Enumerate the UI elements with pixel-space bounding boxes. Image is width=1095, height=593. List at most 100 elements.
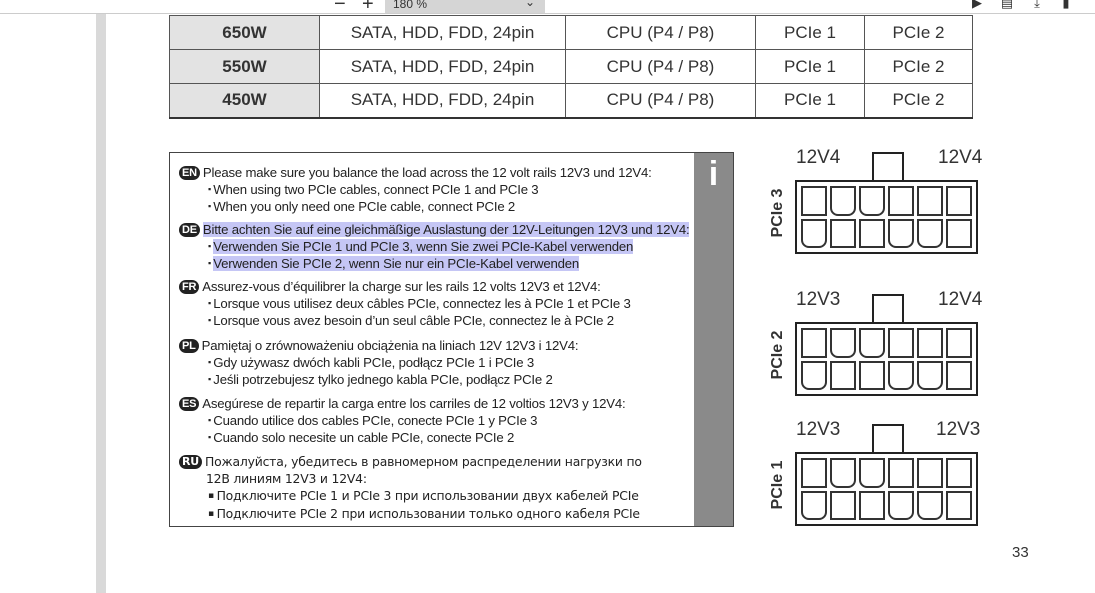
connector-pcie3: PCIe 3 12V4 12V4 — [760, 147, 985, 257]
connector-latch — [872, 152, 904, 182]
connector-pin — [859, 328, 885, 358]
connector-latch — [872, 294, 904, 324]
bullet: Подключите PCIe 1 и PCIe 3 при использов… — [179, 487, 642, 505]
bookmark-icon[interactable]: ▮ — [1062, 0, 1070, 10]
rail-label-right: 12V3 — [936, 419, 981, 440]
bullet: When you only need one PCIe cable, conne… — [179, 198, 652, 215]
cell: PCIe 2 — [864, 15, 973, 50]
cell: SATA, HDD, FDD, 24pin — [319, 49, 566, 84]
connector-pin — [801, 218, 827, 248]
cell: PCIe 2 — [864, 83, 973, 119]
bullet: When using two PCIe cables, connect PCIe… — [179, 181, 652, 198]
connector-pin — [946, 218, 972, 248]
bullet[interactable]: Verwenden Sie PCIe 2, wenn Sie nur ein P… — [213, 256, 580, 271]
lang-title: Asegúrese de repartir la carga entre los… — [202, 396, 626, 411]
connector-pin — [830, 328, 856, 358]
connector-pin — [859, 186, 885, 216]
connector-pin — [830, 360, 856, 390]
connector-pin — [801, 458, 827, 488]
bullet: Jeśli potrzebujesz tylko jednego kabla P… — [179, 371, 578, 388]
cell: PCIe 1 — [755, 49, 865, 84]
connector-pin — [946, 186, 972, 216]
lang-badge: ES — [179, 397, 200, 411]
connector-pin — [946, 328, 972, 358]
bullet: Gdy używasz dwóch kabli PCIe, podłącz PC… — [179, 354, 578, 371]
print-icon[interactable]: ▤ — [1000, 0, 1014, 10]
connector-pin — [830, 218, 856, 248]
connector-pcie2: PCIe 2 12V3 12V4 — [760, 289, 985, 399]
connector-pin — [888, 328, 914, 358]
connector-pin — [917, 328, 943, 358]
lang-badge: FR — [179, 280, 200, 294]
connector-pin — [917, 186, 943, 216]
connector-pin — [830, 490, 856, 520]
connector-label: PCIe 1 — [769, 460, 786, 510]
connector-pin — [917, 360, 943, 390]
lang-title-cont: 12В линиям 12V3 и 12V4: — [206, 471, 367, 486]
bullet: Lorsque vous utilisez deux câbles PCIe, … — [179, 295, 631, 312]
connector-pins — [795, 322, 978, 396]
cell: CPU (P4 / P8) — [565, 15, 756, 50]
connector-pcie1: PCIe 1 12V3 12V3 — [760, 419, 985, 529]
connector-pin — [888, 360, 914, 390]
connector-pin — [888, 490, 914, 520]
bullet: Подключите PCIe 2 при использовании толь… — [179, 505, 642, 523]
lang-title: Пожалуйста, убедитесь в равномерном расп… — [205, 454, 642, 469]
lang-badge: EN — [179, 166, 200, 180]
lang-title: Please make sure you balance the load ac… — [202, 165, 652, 180]
info-icon: i — [708, 155, 719, 193]
watt-cell: 650W — [169, 15, 320, 50]
connector-pin — [946, 458, 972, 488]
page-number: 33 — [1012, 544, 1029, 561]
connector-pin — [801, 360, 827, 390]
info-sidebar: i — [694, 153, 733, 526]
connector-label: PCIe 2 — [769, 330, 786, 380]
connector-pin — [888, 186, 914, 216]
present-icon[interactable]: ▶ — [972, 0, 982, 10]
connector-pin — [830, 186, 856, 216]
connector-pin — [888, 218, 914, 248]
rail-label-right: 12V4 — [938, 289, 983, 310]
connector-pin — [859, 490, 885, 520]
connector-pin — [888, 458, 914, 488]
connector-pin — [830, 458, 856, 488]
connector-pin — [946, 490, 972, 520]
zoom-out-button[interactable]: − — [334, 0, 346, 15]
connector-pin — [859, 458, 885, 488]
lang-title: Assurez-vous d’équilibrer la charge sur … — [202, 279, 601, 294]
cell: SATA, HDD, FDD, 24pin — [319, 83, 566, 119]
lang-title[interactable]: Bitte achten Sie auf eine gleichmäßige A… — [202, 222, 690, 237]
connector-latch — [872, 424, 904, 454]
bullet: Cuando utilice dos cables PCIe, conecte … — [179, 412, 625, 429]
rail-label-left: 12V3 — [796, 289, 841, 310]
connector-pin — [859, 360, 885, 390]
lang-badge: RU — [179, 455, 203, 469]
connector-pin — [859, 218, 885, 248]
watt-cell: 550W — [169, 49, 320, 84]
download-icon[interactable]: ⤓ — [1034, 0, 1040, 10]
zoom-in-button[interactable]: + — [362, 0, 374, 15]
zoom-select[interactable]: 180 %⌄ — [385, 0, 545, 13]
bullet: Lorsque vous avez besoin d’un seul câble… — [179, 312, 631, 329]
connector-pins — [795, 180, 978, 254]
rail-label-left: 12V4 — [796, 147, 841, 168]
connector-pin — [917, 490, 943, 520]
watt-cell: 450W — [169, 83, 320, 119]
pdf-toolbar: − + 180 %⌄ ▶ ▤ ⤓ ▮ — [0, 0, 1095, 14]
rail-label-left: 12V3 — [796, 419, 841, 440]
connector-pins — [795, 452, 978, 526]
chevron-down-icon: ⌄ — [524, 0, 535, 9]
lang-badge: PL — [179, 339, 199, 353]
connector-pin — [917, 458, 943, 488]
bullet[interactable]: Verwenden Sie PCIe 1 und PCIe 3, wenn Si… — [213, 239, 634, 254]
connector-pin — [917, 218, 943, 248]
